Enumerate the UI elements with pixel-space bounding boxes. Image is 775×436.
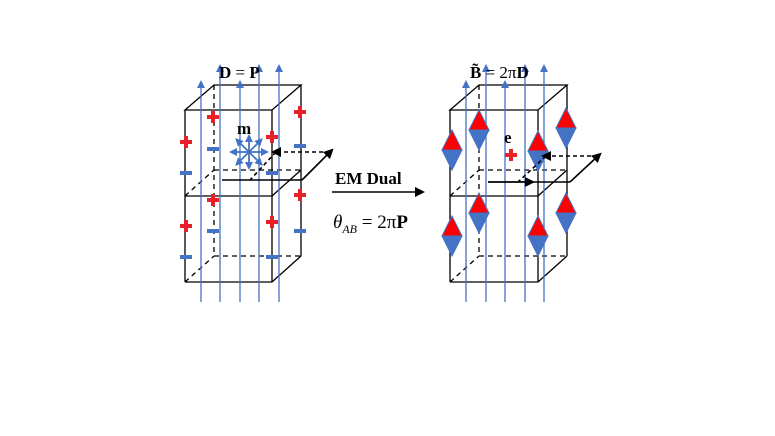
left-field-equation: D = P xyxy=(219,63,260,82)
left-panel: m D = P xyxy=(180,63,334,302)
right-field-equation: B̃ = 2πD xyxy=(470,62,529,82)
right-cube-frame xyxy=(448,84,569,283)
plus-charge-icon xyxy=(207,194,219,206)
plus-charge-icon xyxy=(294,189,306,201)
dipole-icon xyxy=(555,106,577,150)
left-field-lines xyxy=(197,64,283,302)
right-flux-loop xyxy=(488,151,602,187)
em-dual-label: EM Dual xyxy=(335,169,402,188)
dipole-icon xyxy=(468,108,490,152)
dipole-icon xyxy=(555,191,577,235)
plus-charge-icon xyxy=(266,131,278,143)
plus-charge-icon xyxy=(207,111,219,123)
right-field-lines xyxy=(462,64,548,302)
theta-equation: θAB = 2πP xyxy=(333,212,408,236)
dipole-icon xyxy=(441,214,463,258)
left-positive-charges xyxy=(180,106,306,232)
right-dipoles xyxy=(441,106,577,258)
plus-charge-icon xyxy=(180,220,192,232)
em-dual-transform: EM Dual θAB = 2πP xyxy=(332,169,425,236)
plus-charge-icon xyxy=(180,136,192,148)
dipole-icon xyxy=(527,214,549,258)
left-cube-frame xyxy=(183,84,303,283)
monopole-label: m xyxy=(237,119,251,138)
left-flux-loop xyxy=(222,147,334,181)
plus-charge-icon xyxy=(294,106,306,118)
dipole-icon xyxy=(468,191,490,235)
left-negative-charges xyxy=(180,144,306,259)
dipole-icon xyxy=(441,128,463,172)
electric-charge-icon xyxy=(505,149,517,161)
right-panel: e B̃ = 2πD xyxy=(441,62,602,302)
monopole-icon xyxy=(229,134,269,170)
plus-charge-icon xyxy=(266,216,278,228)
dipole-icon xyxy=(527,129,549,173)
charge-label: e xyxy=(504,128,512,147)
